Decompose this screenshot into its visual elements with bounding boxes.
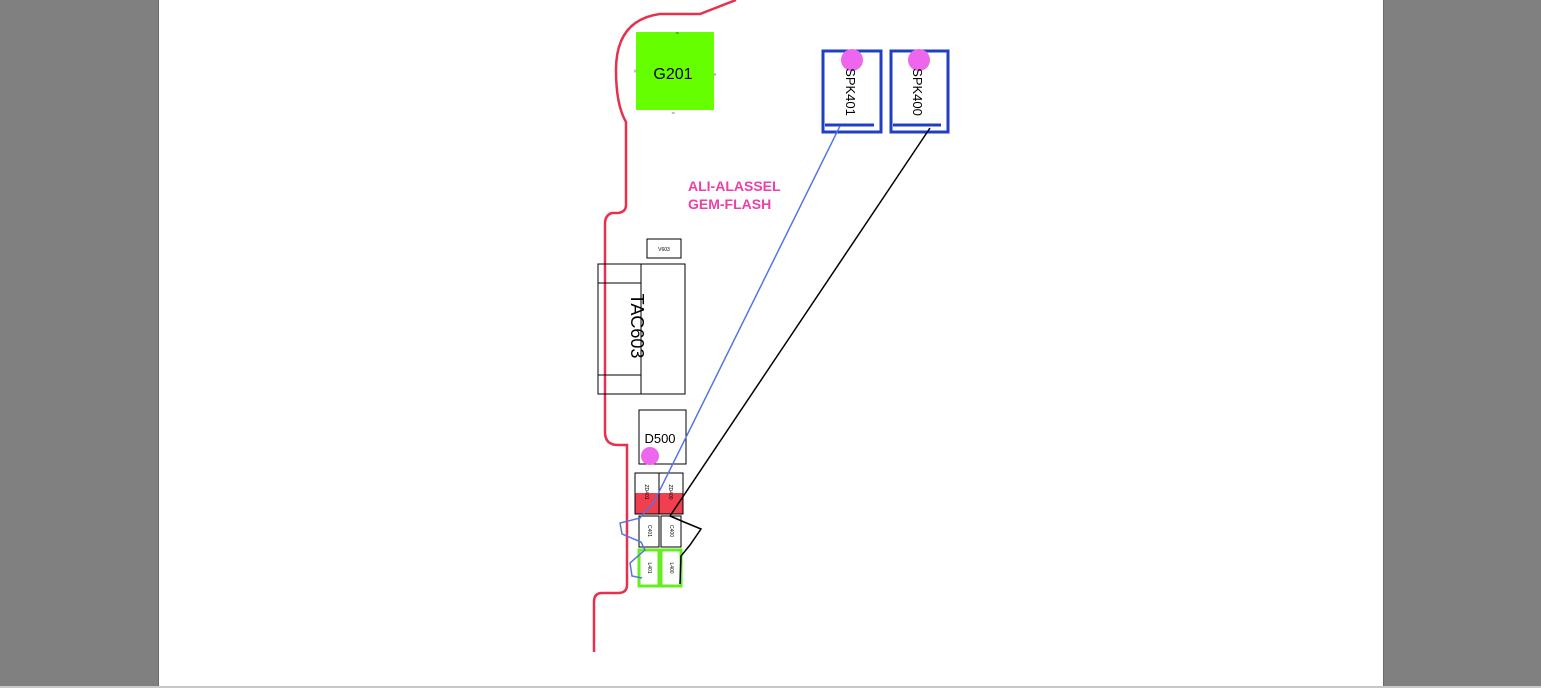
g201-component[interactable]: G201 [636,32,714,110]
zd400-component[interactable]: ZD400 [658,472,684,515]
v603-body [646,238,682,259]
document-page [158,0,1384,686]
spk401-label: SPK401 [843,68,858,116]
c400-label: C400 [668,525,674,537]
watermark-line-1: ALI-ALASSEL [688,178,781,194]
g201-outline-circle [634,32,716,114]
l400-label: L400 [668,562,674,573]
zd400-fill [659,493,683,514]
tac603-tab-top [597,263,642,284]
zd401-label: ZD401 [643,484,649,499]
g201-pad [636,32,714,110]
c401-body [638,515,660,548]
zd401-component[interactable]: ZD401 [634,472,660,515]
l401-component[interactable]: L401 [637,548,661,588]
spk400-marker [908,49,930,71]
tac603-label: TAC603 [627,294,647,359]
tac603-component[interactable]: TAC603 [597,263,686,395]
tac603-tab-bottom [597,374,642,395]
l401-body [637,548,661,588]
board-outline [592,0,737,652]
d500-marker [641,447,659,465]
g201-label: G201 [653,66,692,83]
horizontal-scrollbar-track[interactable] [0,686,1541,688]
v603-label: V603 [658,247,670,253]
l401-label: L401 [646,562,652,573]
c400-component[interactable]: C400 [660,515,682,548]
zd401-fill [635,493,659,514]
zd400-label: ZD400 [667,484,673,499]
watermark-line-2: GEM-FLASH [688,196,771,212]
trace-spk401 [619,125,841,579]
v603-component[interactable]: V603 [646,238,682,259]
spk400-component[interactable]: SPK400 [889,49,950,134]
spk401-marker [841,49,863,71]
c401-component[interactable]: C401 [638,515,660,548]
d500-label: D500 [644,431,675,446]
spk400-label: SPK400 [910,68,925,116]
c401-label: C401 [646,525,652,537]
spk401-component[interactable]: SPK401 [821,49,883,134]
l400-component[interactable]: L400 [659,548,683,588]
trace-spk400 [668,127,931,585]
